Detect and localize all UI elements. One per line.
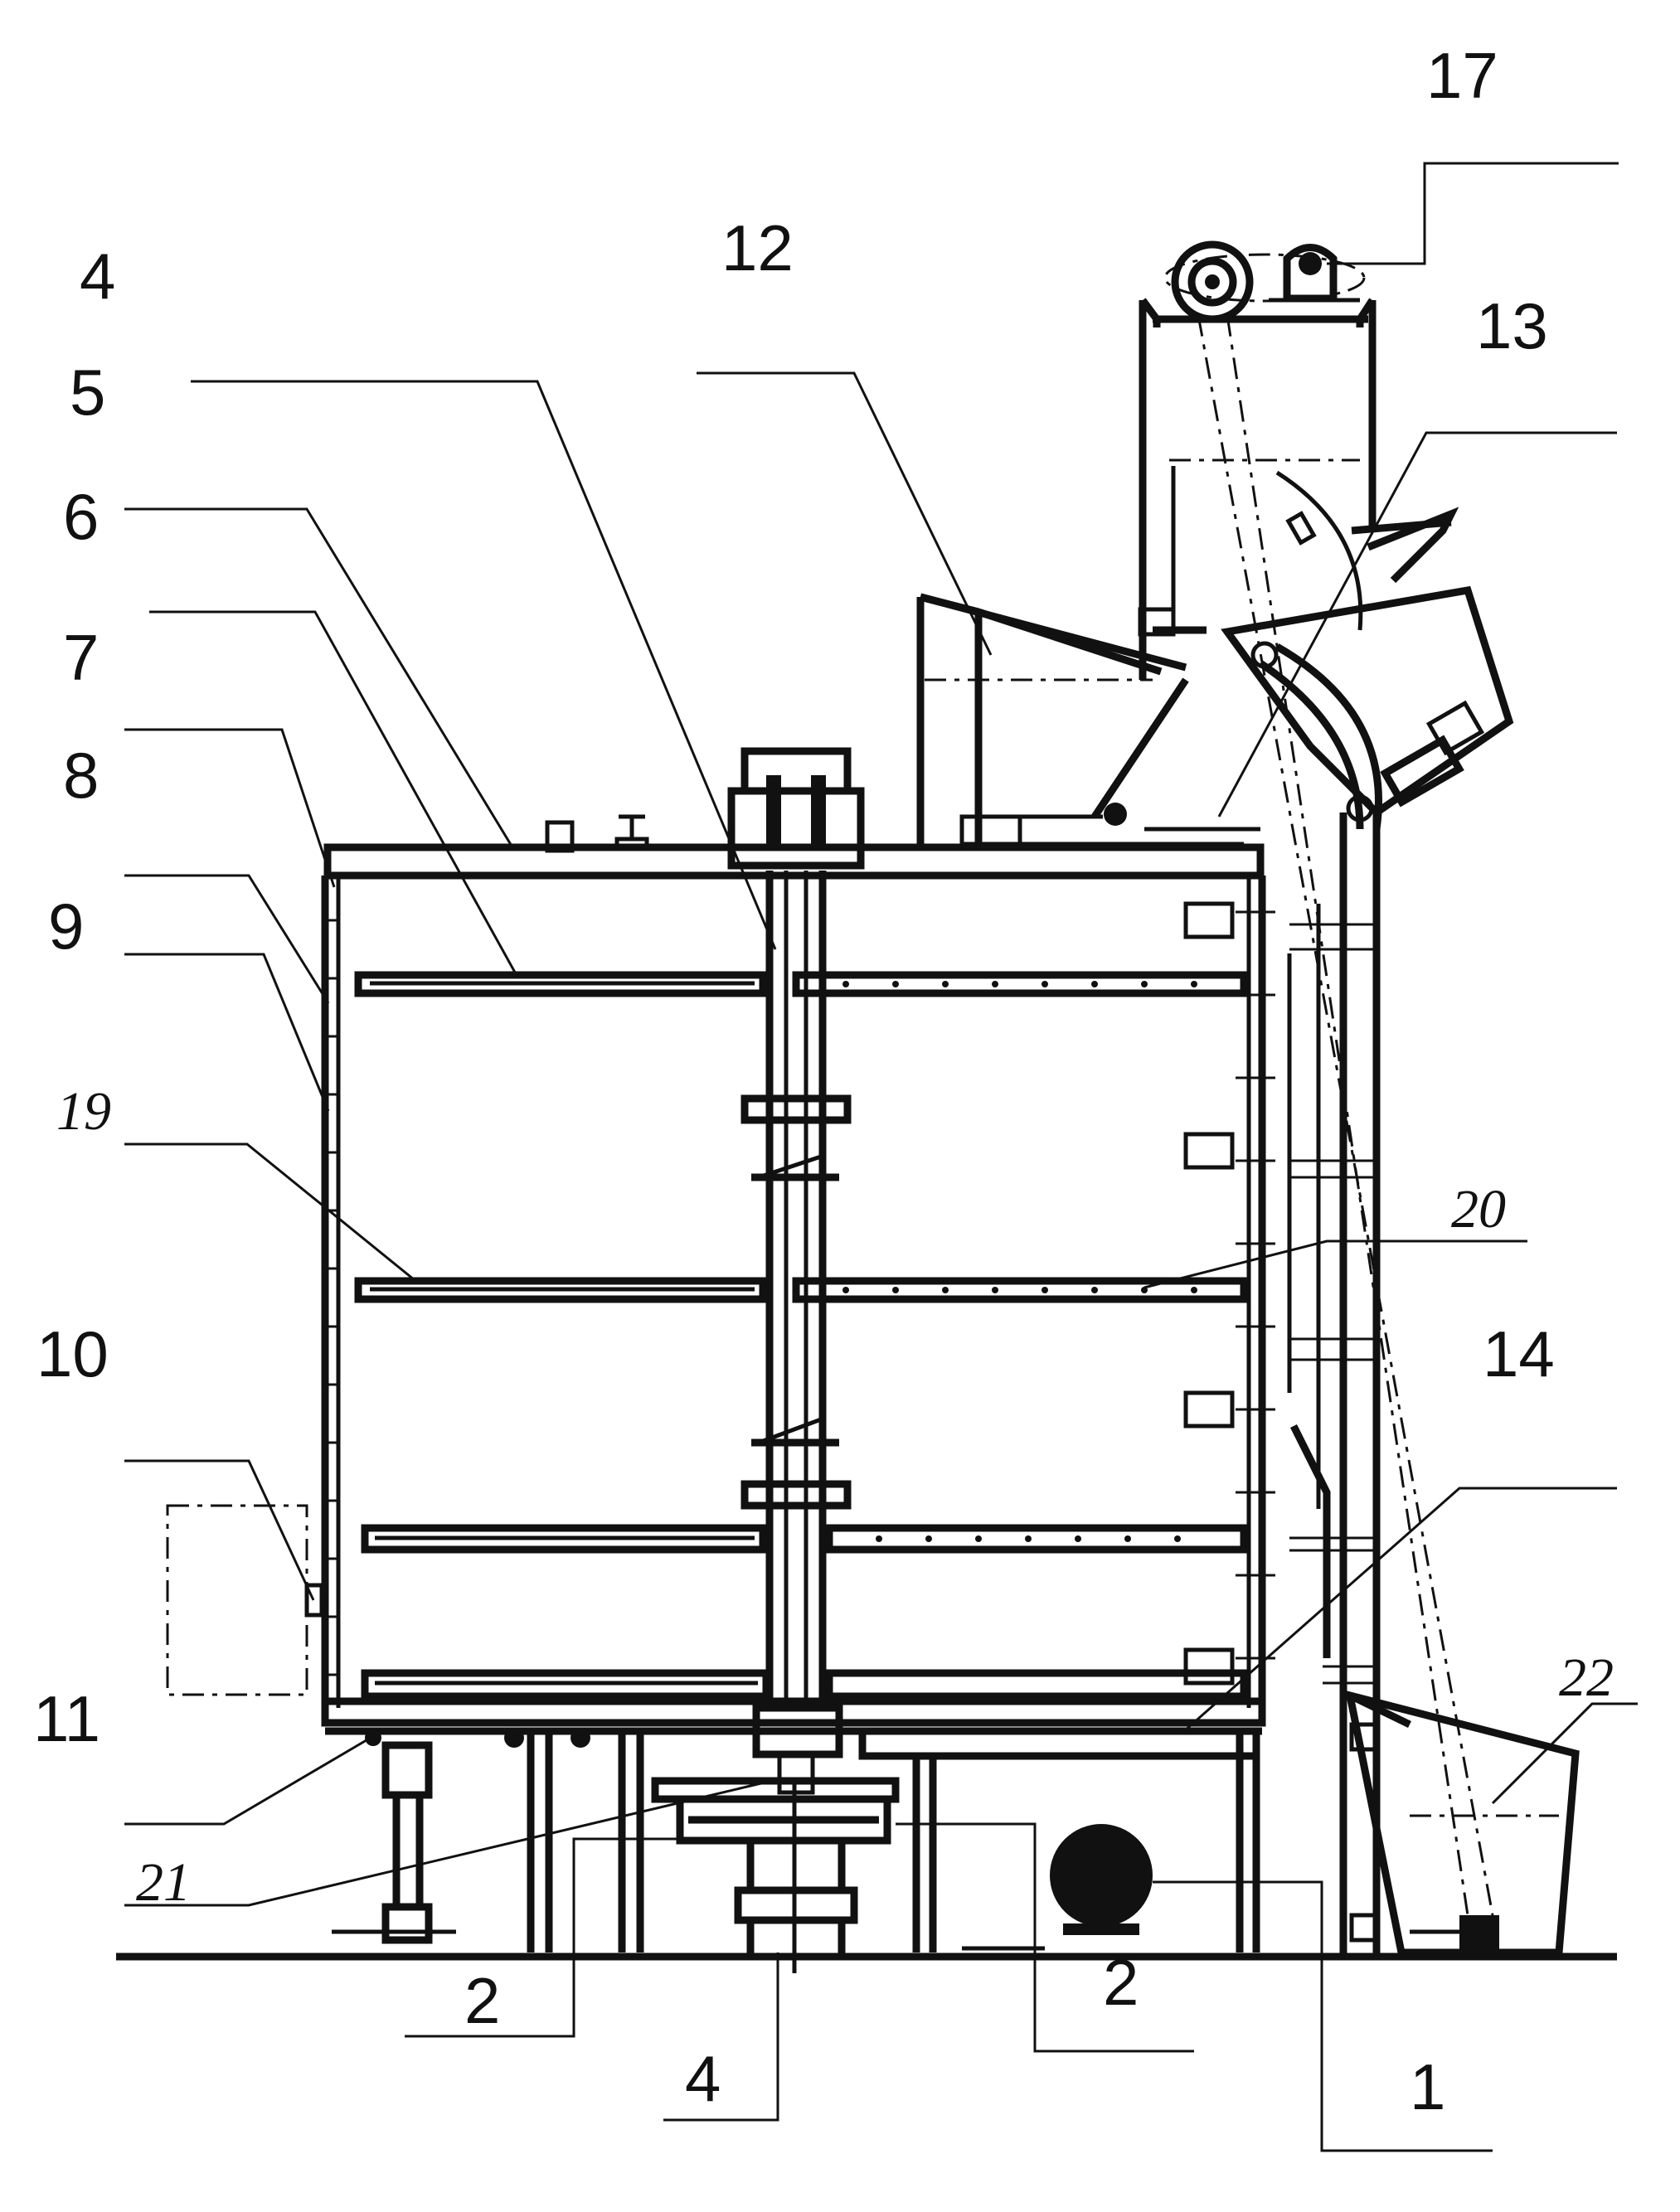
leader-lines: [124, 162, 1638, 2152]
label-9: 9: [48, 890, 84, 963]
label-4-bottom: 4: [685, 2042, 721, 2115]
label-22: 22: [1559, 1647, 1614, 1708]
label-13: 13: [1476, 289, 1548, 362]
bucket-elevator: [1138, 240, 1580, 1957]
label-5: 5: [70, 356, 105, 429]
label-20: 20: [1451, 1179, 1506, 1239]
motor: [1050, 1824, 1153, 1935]
label-17: 17: [1426, 39, 1498, 112]
label-2-right: 2: [1103, 1946, 1139, 2019]
label-21: 21: [136, 1852, 191, 1913]
central-shaft: [727, 747, 865, 1795]
drive-unit: [651, 1777, 1045, 1973]
loading-hopper: [916, 593, 1260, 850]
label-2-left: 2: [464, 1964, 500, 2037]
label-1: 1: [1410, 2050, 1445, 2123]
shelves: [354, 901, 1248, 1700]
label-8: 8: [63, 739, 99, 812]
label-12: 12: [721, 211, 794, 284]
callout-labels: 17 4 12 13 5 6 7 8 9 19 20 10 14 22 11 2…: [33, 39, 1614, 2123]
label-7: 7: [63, 621, 99, 694]
label-6: 6: [63, 480, 99, 553]
vessel: [321, 814, 1275, 1727]
support-frame: [325, 1727, 1262, 1952]
dashed-box: [166, 1504, 308, 1696]
label-11: 11: [33, 1682, 100, 1755]
label-19: 19: [56, 1081, 111, 1142]
label-4-top: 4: [80, 240, 115, 313]
side-fitting: [304, 1583, 324, 1618]
label-10: 10: [36, 1317, 109, 1390]
label-14: 14: [1483, 1317, 1555, 1390]
